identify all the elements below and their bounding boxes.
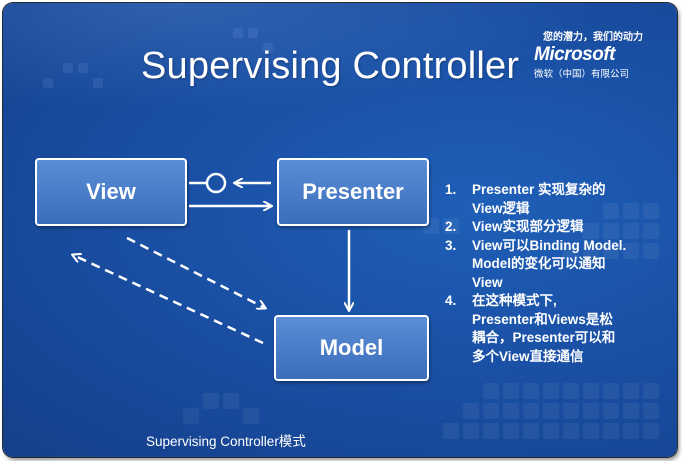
- note-line: 在这种模式下,: [472, 293, 557, 308]
- note-number: 2.: [445, 219, 457, 234]
- note-number: 1.: [445, 182, 457, 197]
- brand-subtitle: 微软（中国）有限公司: [534, 69, 630, 80]
- slide-caption: Supervising Controller模式: [146, 434, 306, 449]
- slide: Supervising Controller 您的潜力，我们的动力 Micros…: [3, 3, 677, 457]
- presenter-box-label: Presenter: [302, 179, 404, 204]
- view-to-model-dashed-arrow: [126, 236, 265, 308]
- note-number: 3.: [445, 237, 457, 253]
- notes-list: 1. Presenter 实现复杂的 View逻辑 2. View实现部分逻辑 …: [445, 181, 670, 366]
- background-tile-pattern: [43, 28, 659, 439]
- note-line: 耦合，Presenter可以和: [472, 330, 616, 345]
- note-item: 1. Presenter 实现复杂的 View逻辑: [445, 181, 670, 218]
- model-box: Model: [274, 315, 429, 381]
- view-box-label: View: [86, 179, 136, 204]
- slide-title: Supervising Controller: [141, 45, 520, 87]
- presenter-box: Presenter: [277, 158, 429, 226]
- note-line: 多个View直接通信: [472, 348, 584, 364]
- note-item: 3. View可以Binding Model. Model的变化可以通知 Vie…: [445, 237, 670, 293]
- note-number: 4.: [445, 293, 457, 308]
- diagram-connectors: [3, 172, 677, 345]
- model-box-label: Model: [319, 335, 384, 360]
- brand-slogan: 您的潜力，我们的动力: [543, 32, 643, 43]
- note-line: Presenter和Views是松: [472, 311, 613, 327]
- interface-lollipop-icon: [205, 172, 227, 194]
- view-box: View: [35, 158, 187, 226]
- note-item: 4. 在这种模式下, Presenter和Views是松 耦合，Presente…: [445, 292, 670, 366]
- note-line: View实现部分逻辑: [472, 219, 584, 234]
- note-line: Model的变化可以通知: [472, 256, 606, 271]
- note-line: View: [472, 274, 503, 290]
- note-item: 2. View实现部分逻辑: [445, 218, 670, 237]
- microsoft-logo: Microsoft: [534, 44, 616, 65]
- model-to-view-dashed-arrow: [73, 255, 264, 345]
- background-glow: [3, 3, 677, 128]
- note-line: View逻辑: [472, 200, 530, 216]
- note-line: Presenter 实现复杂的: [472, 182, 606, 197]
- note-line: View可以Binding Model.: [472, 237, 627, 253]
